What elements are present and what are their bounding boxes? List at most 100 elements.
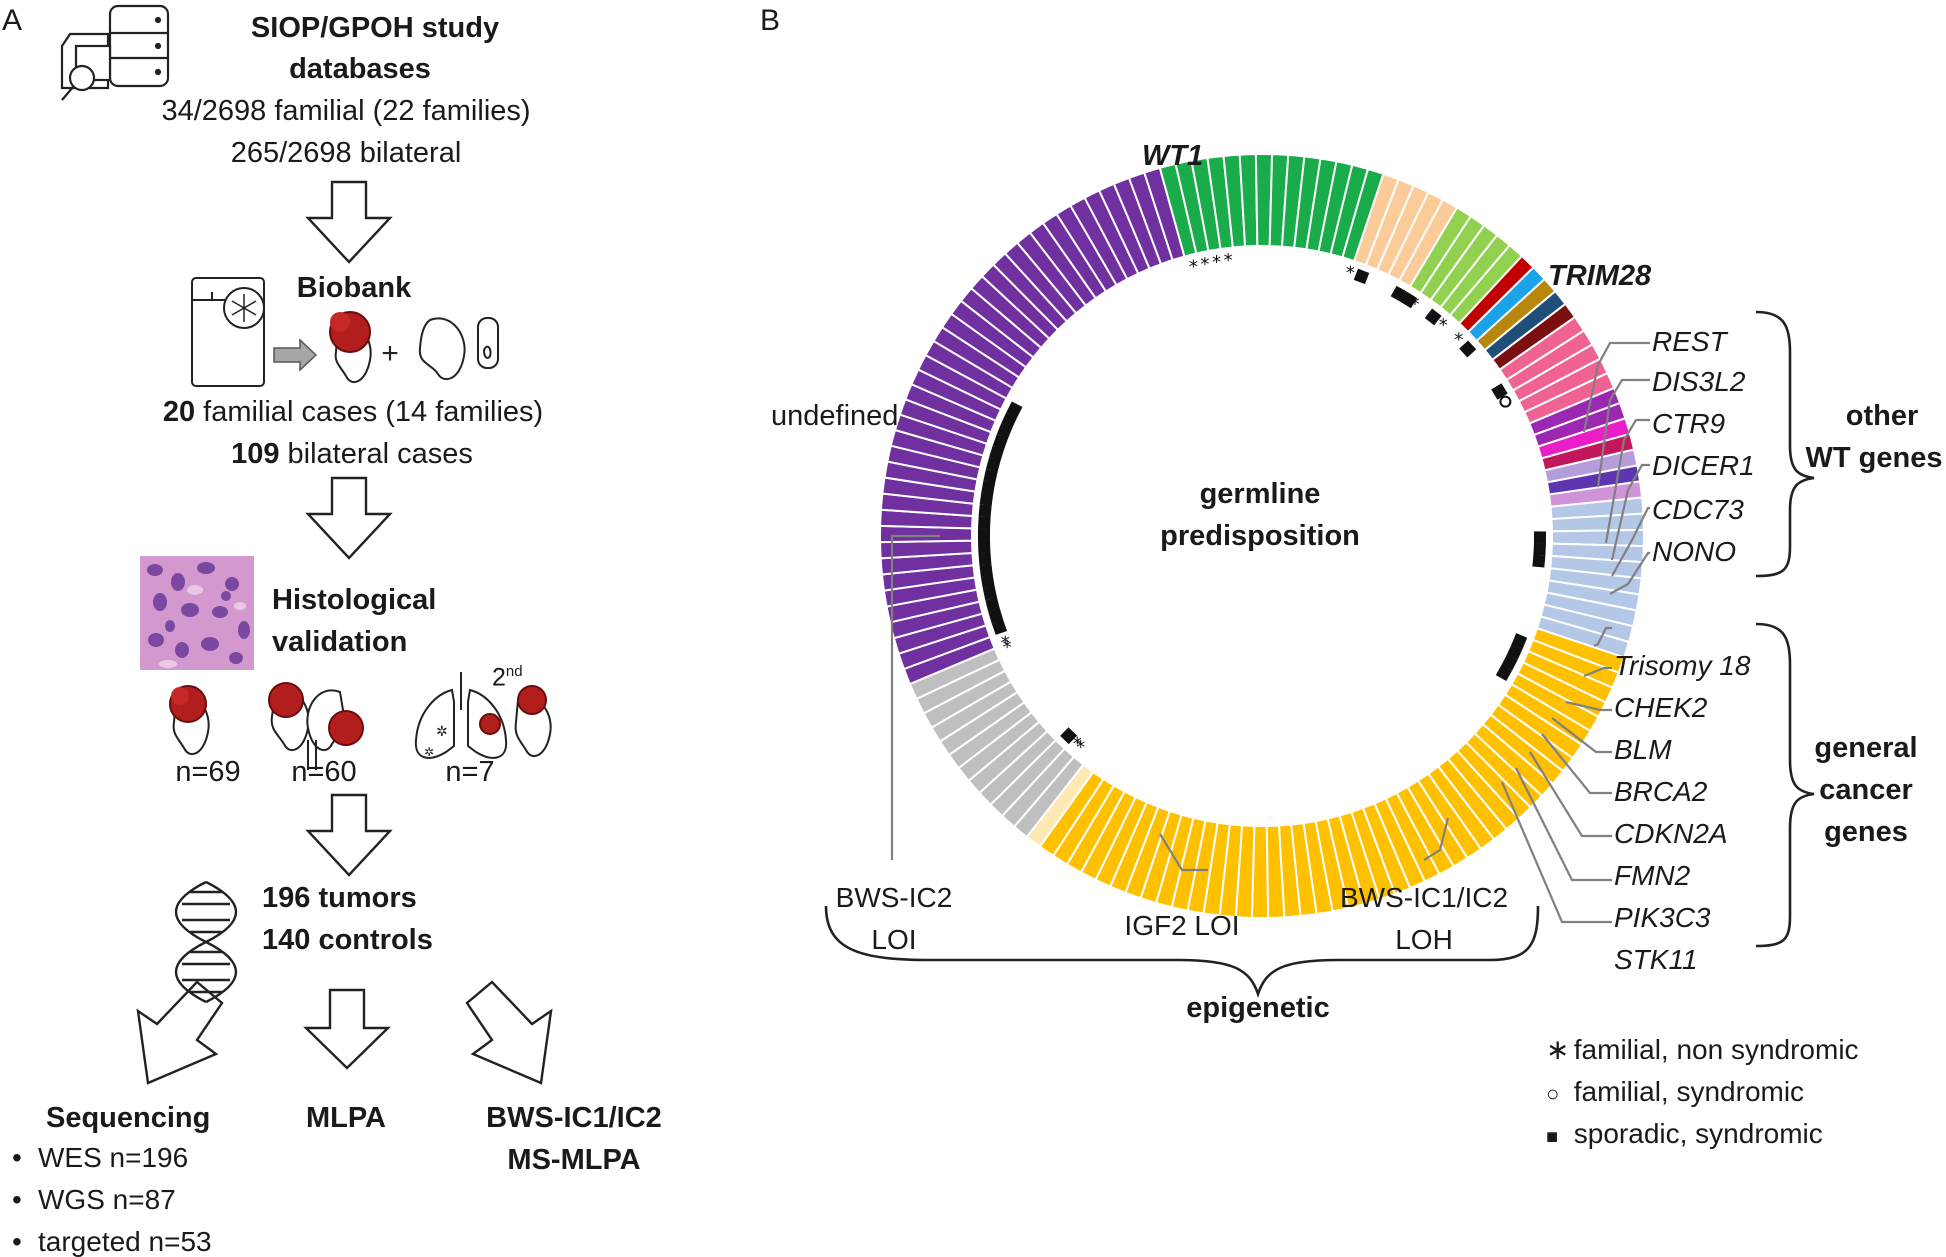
legend-item: ∗ familial, non syndromic	[1546, 1036, 1859, 1064]
flow-arrows	[136, 180, 553, 1085]
asterisk-marker-icon: *	[1200, 254, 1209, 275]
square-marker-icon	[977, 528, 991, 541]
mlpa-title: MLPA	[305, 1102, 387, 1134]
databases-title-line2: databases	[289, 53, 431, 85]
asterisk-marker-icon: *	[1396, 285, 1405, 306]
other-wt-label-line1: other	[1845, 400, 1919, 432]
sequencing-item: targeted n=53	[12, 1228, 212, 1257]
square-marker-icon	[991, 619, 1008, 635]
square-marker-icon	[1006, 401, 1023, 418]
asterisk-marker-icon: *	[1439, 315, 1448, 336]
center-label-line2: predisposition	[1160, 520, 1360, 552]
center-label-line1: germline	[1199, 478, 1321, 510]
sequencing-item: WES n=196	[12, 1144, 188, 1173]
kidney-tumor-icon	[329, 311, 372, 384]
square-marker-icon	[1060, 727, 1078, 745]
asterisk-marker-icon: *	[1189, 257, 1198, 278]
familial-cases: 20 familial cases (14 families)	[163, 398, 543, 427]
square-marker-icon	[988, 608, 1004, 624]
square-marker-icon	[978, 504, 992, 518]
general-cancer-label-line1: general	[1814, 732, 1918, 764]
square-marker-icon	[979, 492, 994, 506]
square-marker-icon	[996, 423, 1013, 439]
asterisk-icon: ∗	[1546, 1034, 1570, 1065]
second-label-number: 2	[492, 663, 506, 692]
trim28-label: TRIM28	[1548, 260, 1652, 292]
legend-item: ○ familial, syndromic	[1546, 1078, 1804, 1106]
square-marker-icon	[977, 540, 991, 553]
square-marker-icon	[1459, 340, 1477, 358]
epigenetic-label: epigenetic	[1186, 992, 1330, 1024]
wt1-label: WT1	[1142, 140, 1204, 172]
square-marker-icon	[1390, 285, 1408, 303]
asterisk-marker-icon: *	[1346, 262, 1355, 283]
igf2-loi-label: IGF2 LOI	[1124, 910, 1240, 941]
dna-icon	[175, 880, 237, 1004]
sequencing-item: WGS n=87	[12, 1186, 176, 1215]
gene-blm: BLM	[1614, 734, 1672, 765]
bilateral-tumor-icon	[268, 682, 364, 770]
square-icon: ■	[1546, 1126, 1559, 1148]
legend-text: familial, non syndromic	[1573, 1034, 1859, 1065]
square-marker-icon	[1400, 291, 1418, 309]
familial-cases-count: 20	[162, 396, 196, 428]
bws-mlpa-title-line2: MS-MLPA	[507, 1144, 641, 1176]
bilateral-count: 265/2698 bilateral	[230, 137, 462, 169]
controls-count: 140 controls	[262, 924, 433, 956]
asterisk-marker-icon: *	[1073, 734, 1082, 755]
second-label-sup: nd	[505, 663, 523, 680]
general-cancer-label-line2: cancer	[1819, 774, 1913, 806]
asterisk-marker-icon: *	[1454, 330, 1463, 351]
second-tumor-label: 2nd	[492, 664, 523, 690]
asterisk-marker-icon: *	[1212, 252, 1221, 273]
histology-title-line1: Histological	[272, 584, 437, 616]
gene-dicer1: DICER1	[1652, 450, 1755, 481]
legend-text: sporadic, syndromic	[1573, 1118, 1823, 1149]
undefined-label: undefined	[771, 400, 899, 432]
kidney-icon	[418, 317, 466, 381]
svg-text:✲: ✲	[424, 745, 434, 759]
square-marker-icon	[1532, 554, 1546, 568]
databases-title-line1: SIOP/GPOH study	[250, 12, 500, 44]
asterisk-marker-icon: *	[1003, 637, 1012, 658]
general-cancer-label-line3: genes	[1824, 816, 1908, 848]
square-marker-icon	[985, 597, 1000, 612]
familial-cases-text: familial cases (14 families)	[203, 396, 544, 428]
tumors-count: 196 tumors	[262, 882, 417, 914]
square-marker-icon	[982, 586, 998, 601]
bws-ic1-label-line2: LOH	[1395, 924, 1453, 955]
square-marker-icon	[978, 551, 992, 565]
brace-lines	[824, 310, 1815, 999]
biobank-title: Biobank	[296, 272, 412, 304]
n-unilateral: n=69	[175, 756, 241, 788]
panel-a-label: A	[2, 4, 23, 37]
bilateral-cases-text: bilateral cases	[287, 438, 473, 470]
database-icon	[60, 4, 170, 101]
sequencing-title: Sequencing	[46, 1102, 211, 1134]
circle-icon: ○	[1546, 1081, 1560, 1106]
square-marker-icon	[1533, 542, 1546, 556]
ring-markers: *************	[977, 250, 1547, 758]
square-marker-icon	[985, 457, 1001, 472]
bilateral-cases-count: 109	[231, 438, 280, 470]
square-marker-icon	[1506, 643, 1523, 660]
bilateral-cases: 109 bilateral cases	[231, 440, 473, 469]
gene-ctr9: CTR9	[1652, 408, 1726, 439]
histology-image	[140, 556, 254, 670]
ring-segment	[1025, 763, 1095, 849]
square-marker-icon	[1533, 531, 1547, 544]
square-marker-icon	[979, 563, 993, 577]
test-tube-icon	[477, 317, 499, 369]
square-marker-icon	[1353, 268, 1370, 285]
ring-segments	[879, 153, 1645, 919]
gene-rest: REST	[1652, 326, 1727, 357]
gene-stk11: STK11	[1614, 944, 1698, 975]
square-marker-icon	[981, 480, 996, 495]
plus-sign: +	[381, 337, 399, 370]
gene-nono: NONO	[1652, 536, 1736, 567]
gene-cdkn2a: CDKN2A	[1614, 818, 1728, 849]
familial-count: 34/2698 familial (22 families)	[161, 95, 531, 127]
n-other: n=7	[445, 756, 495, 788]
